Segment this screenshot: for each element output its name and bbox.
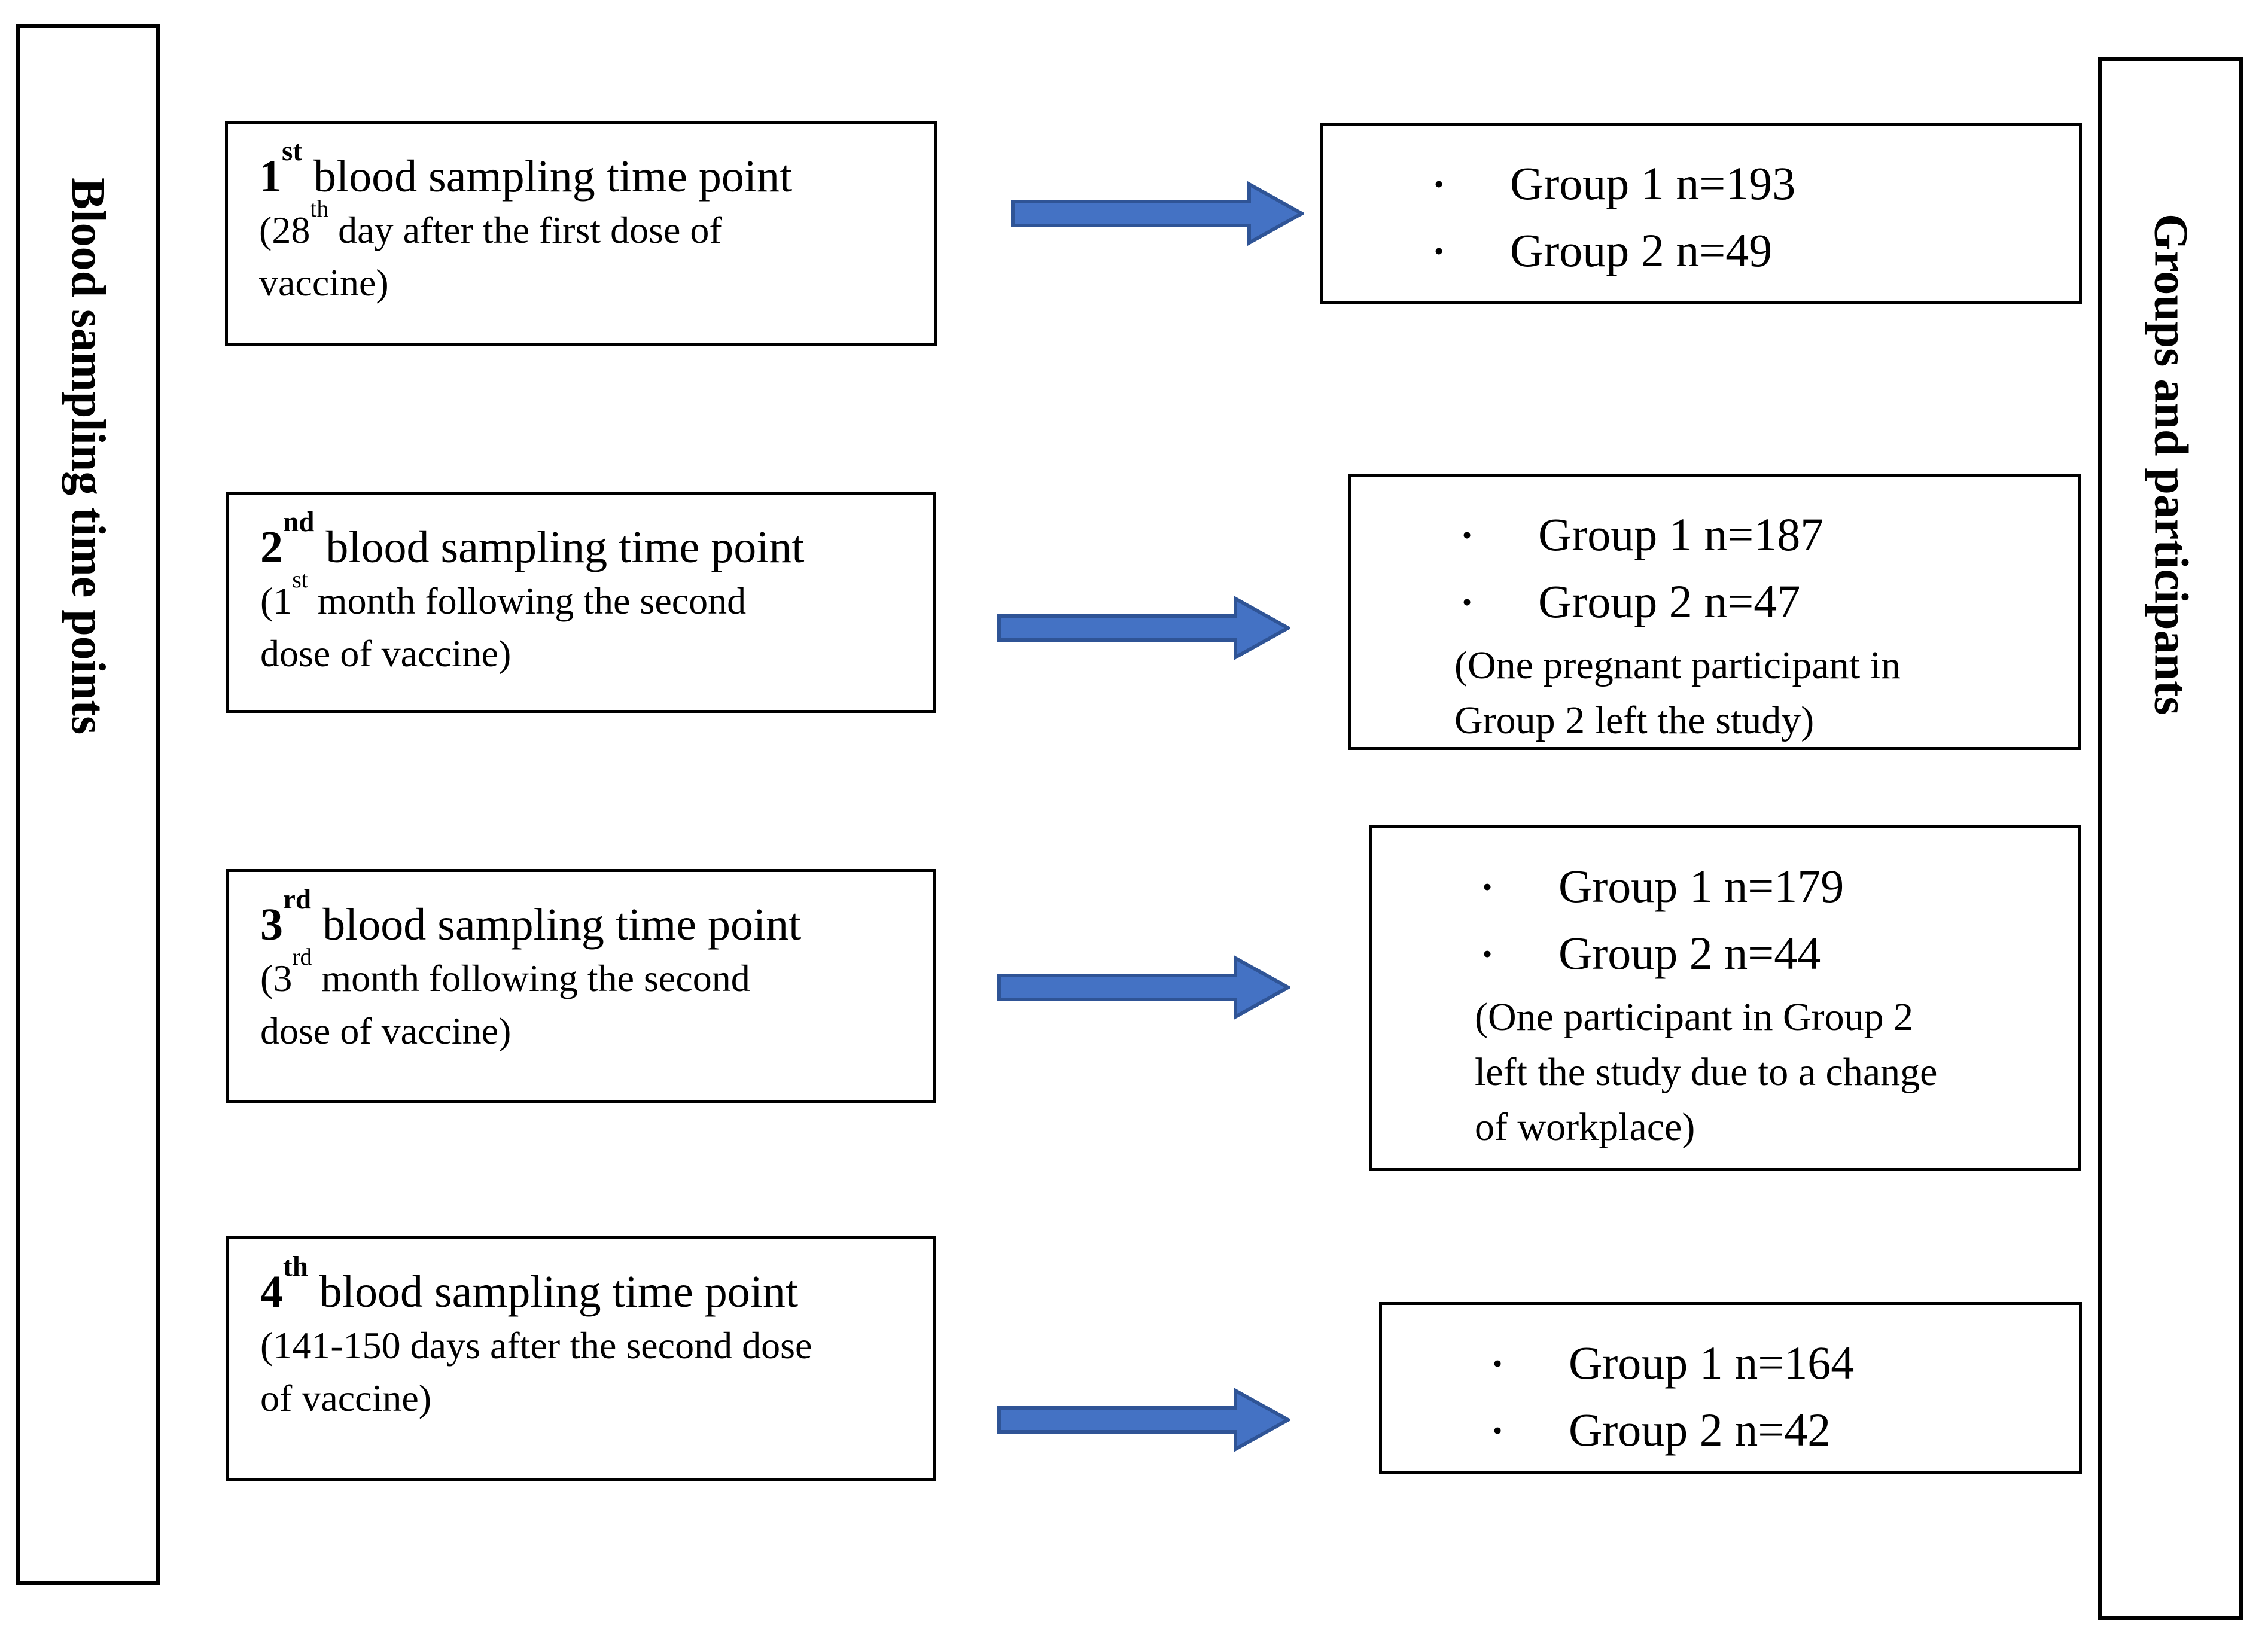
arrow-shape: [997, 955, 1290, 1020]
bullet-icon: •: [1462, 587, 1472, 617]
timepoint-title: 4th blood sampling time point: [260, 1252, 912, 1319]
timepoint-ordinal: 1st: [259, 137, 302, 202]
timepoint-ordinal: 3rd: [260, 885, 311, 950]
timepoint-box-4: 4th blood sampling time point (141-150 d…: [226, 1236, 936, 1481]
group-count-label: Group 1 n=179: [1558, 860, 1844, 912]
note-line: (One participant in Group 2: [1475, 995, 1914, 1039]
left-rail-title: Blood sampling time points: [62, 178, 114, 735]
bullet-icon: •: [1493, 1348, 1503, 1379]
group-bullet-item: • Group 1 n=164: [1382, 1333, 2079, 1400]
group-bullet-item: • Group 2 n=44: [1372, 923, 2078, 990]
timepoint-detail: (141-150 days after the second dose of v…: [260, 1319, 912, 1425]
arrow-shape: [997, 1387, 1290, 1453]
group-count-label: Group 2 n=47: [1538, 575, 1801, 627]
group-box-1: • Group 1 n=193 • Group 2 n=49: [1320, 123, 2082, 304]
detail-line-2: of vaccine): [260, 1377, 432, 1419]
detail-pre: (28: [259, 209, 310, 251]
ordinal-suffix: th: [283, 1251, 308, 1282]
detail-line-1: (28th day after the first dose of: [259, 197, 912, 257]
bullet-icon: •: [1462, 520, 1472, 550]
timepoint-box-2: 2nd blood sampling time point (1st month…: [226, 492, 936, 713]
bullet-icon: •: [1434, 236, 1444, 266]
timepoint-detail: (3rd month following the second dose of …: [260, 945, 912, 1057]
group-count-label: Group 2 n=44: [1558, 927, 1821, 979]
detail-line-1: (141-150 days after the second dose: [260, 1319, 912, 1372]
timepoint-ordinal: 2nd: [260, 508, 314, 572]
bullet-icon: •: [1482, 871, 1493, 902]
timepoint-detail: (1st month following the second dose of …: [260, 568, 912, 680]
ordinal-number: 1: [259, 151, 282, 202]
detail-line-1: (1st month following the second: [260, 568, 912, 627]
group-box-2: • Group 1 n=187 • Group 2 n=47 (One preg…: [1348, 474, 2081, 750]
ordinal-suffix: st: [282, 135, 303, 167]
detail-suffix: st: [292, 566, 308, 593]
detail-suffix: th: [310, 195, 329, 222]
note-line: (One pregnant participant in: [1454, 644, 1901, 687]
detail-suffix: rd: [292, 943, 312, 970]
timepoint-box-3: 3rd blood sampling time point (3rd month…: [226, 869, 936, 1103]
group-count-label: Group 2 n=42: [1569, 1404, 1831, 1456]
group-bullet-item: • Group 2 n=47: [1351, 571, 2078, 638]
arrow-icon: [1011, 181, 1304, 246]
ordinal-number: 2: [260, 522, 283, 572]
arrow-shape: [1011, 181, 1304, 246]
group-count-label: Group 2 n=49: [1510, 224, 1773, 276]
detail-rest: month following the second: [312, 957, 750, 999]
arrow-icon: [997, 1387, 1290, 1453]
group-box-4: • Group 1 n=164 • Group 2 n=42: [1379, 1302, 2082, 1474]
timepoint-title-rest: blood sampling time point: [311, 900, 802, 950]
group-bullet-item: • Group 1 n=187: [1351, 504, 2078, 571]
timepoint-title-rest: blood sampling time point: [308, 1267, 798, 1317]
right-rail-title: Groups and participants: [2144, 214, 2197, 715]
detail-line-2: vaccine): [259, 261, 389, 304]
right-rail: Groups and participants: [2098, 57, 2243, 1620]
detail-rest: month following the second: [308, 580, 747, 622]
timepoint-title: 3rd blood sampling time point: [260, 885, 912, 952]
note-line: left the study due to a change: [1475, 1050, 1938, 1094]
detail-line-2: dose of vaccine): [260, 632, 512, 675]
detail-pre: (3: [260, 957, 293, 999]
bullet-icon: •: [1482, 938, 1493, 969]
group-count-label: Group 1 n=193: [1510, 157, 1796, 209]
arrow-icon: [997, 955, 1290, 1020]
timepoint-title-rest: blood sampling time point: [302, 151, 793, 202]
group-bullet-item: • Group 2 n=49: [1323, 220, 2079, 287]
detail-pre: (1: [260, 580, 293, 622]
arrow-shape: [997, 595, 1290, 661]
note-line: of workplace): [1475, 1105, 1695, 1149]
group-bullet-item: • Group 1 n=193: [1323, 153, 2079, 220]
left-rail: Blood sampling time points: [16, 24, 160, 1585]
group-count-label: Group 1 n=187: [1538, 508, 1824, 560]
group-box-3: • Group 1 n=179 • Group 2 n=44 (One part…: [1369, 825, 2081, 1171]
detail-line-1: (3rd month following the second: [260, 945, 912, 1005]
ordinal-number: 3: [260, 900, 283, 950]
detail-rest: day after the first dose of: [328, 209, 722, 251]
arrow-icon: [997, 595, 1290, 661]
timepoint-title: 2nd blood sampling time point: [260, 508, 912, 575]
timepoint-title-rest: blood sampling time point: [314, 522, 805, 572]
ordinal-suffix: rd: [283, 883, 312, 915]
bullet-icon: •: [1434, 169, 1444, 199]
bullet-icon: •: [1493, 1415, 1503, 1446]
detail-pre: (141-150 days after the second dose: [260, 1324, 812, 1367]
group-bullet-item: • Group 2 n=42: [1382, 1400, 2079, 1467]
ordinal-suffix: nd: [283, 506, 315, 538]
timepoint-box-1: 1st blood sampling time point (28th day …: [225, 121, 937, 346]
group-count-label: Group 1 n=164: [1569, 1337, 1855, 1389]
ordinal-number: 4: [260, 1267, 283, 1317]
detail-line-2: dose of vaccine): [260, 1010, 512, 1052]
group-note: (One pregnant participant in Group 2 lef…: [1351, 638, 2078, 748]
timepoint-ordinal: 4th: [260, 1252, 308, 1317]
note-line: Group 2 left the study): [1454, 699, 1815, 742]
timepoint-title: 1st blood sampling time point: [259, 137, 912, 204]
timepoint-detail: (28th day after the first dose of vaccin…: [259, 197, 912, 309]
group-bullet-item: • Group 1 n=179: [1372, 856, 2078, 923]
group-note: (One participant in Group 2 left the stu…: [1372, 990, 2078, 1155]
